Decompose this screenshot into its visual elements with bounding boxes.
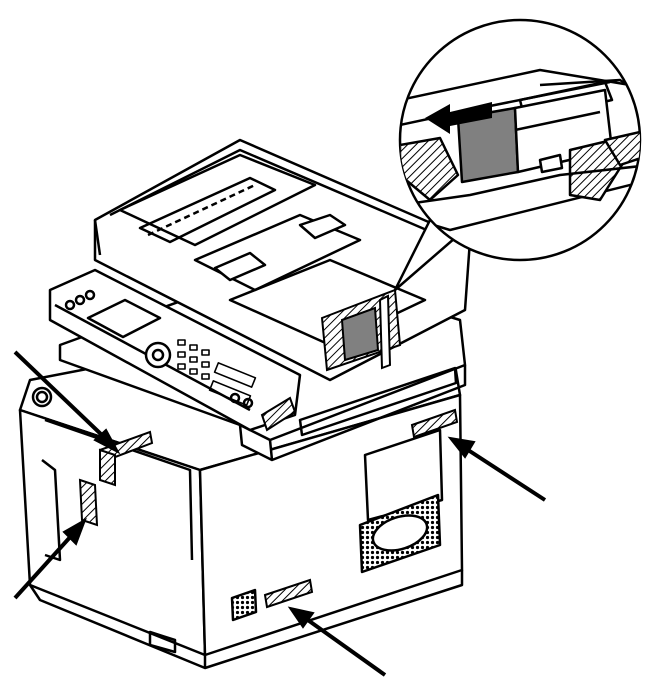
arrow-to-front-left-door [13,517,87,600]
pointer-arrows [13,350,547,677]
arrow-to-bottom-tape [287,606,387,677]
arrow-to-top-left-tape [13,350,121,455]
arrow-to-right-side-tape [447,436,547,502]
operator-panel [48,268,302,432]
callout-bubble [393,18,642,292]
tape-pieces [78,288,459,609]
arrow-left-icon [425,102,492,134]
tape-right-side [410,408,459,439]
tape-bottom-right-front [263,578,314,609]
tape-front-left-door [78,478,99,527]
